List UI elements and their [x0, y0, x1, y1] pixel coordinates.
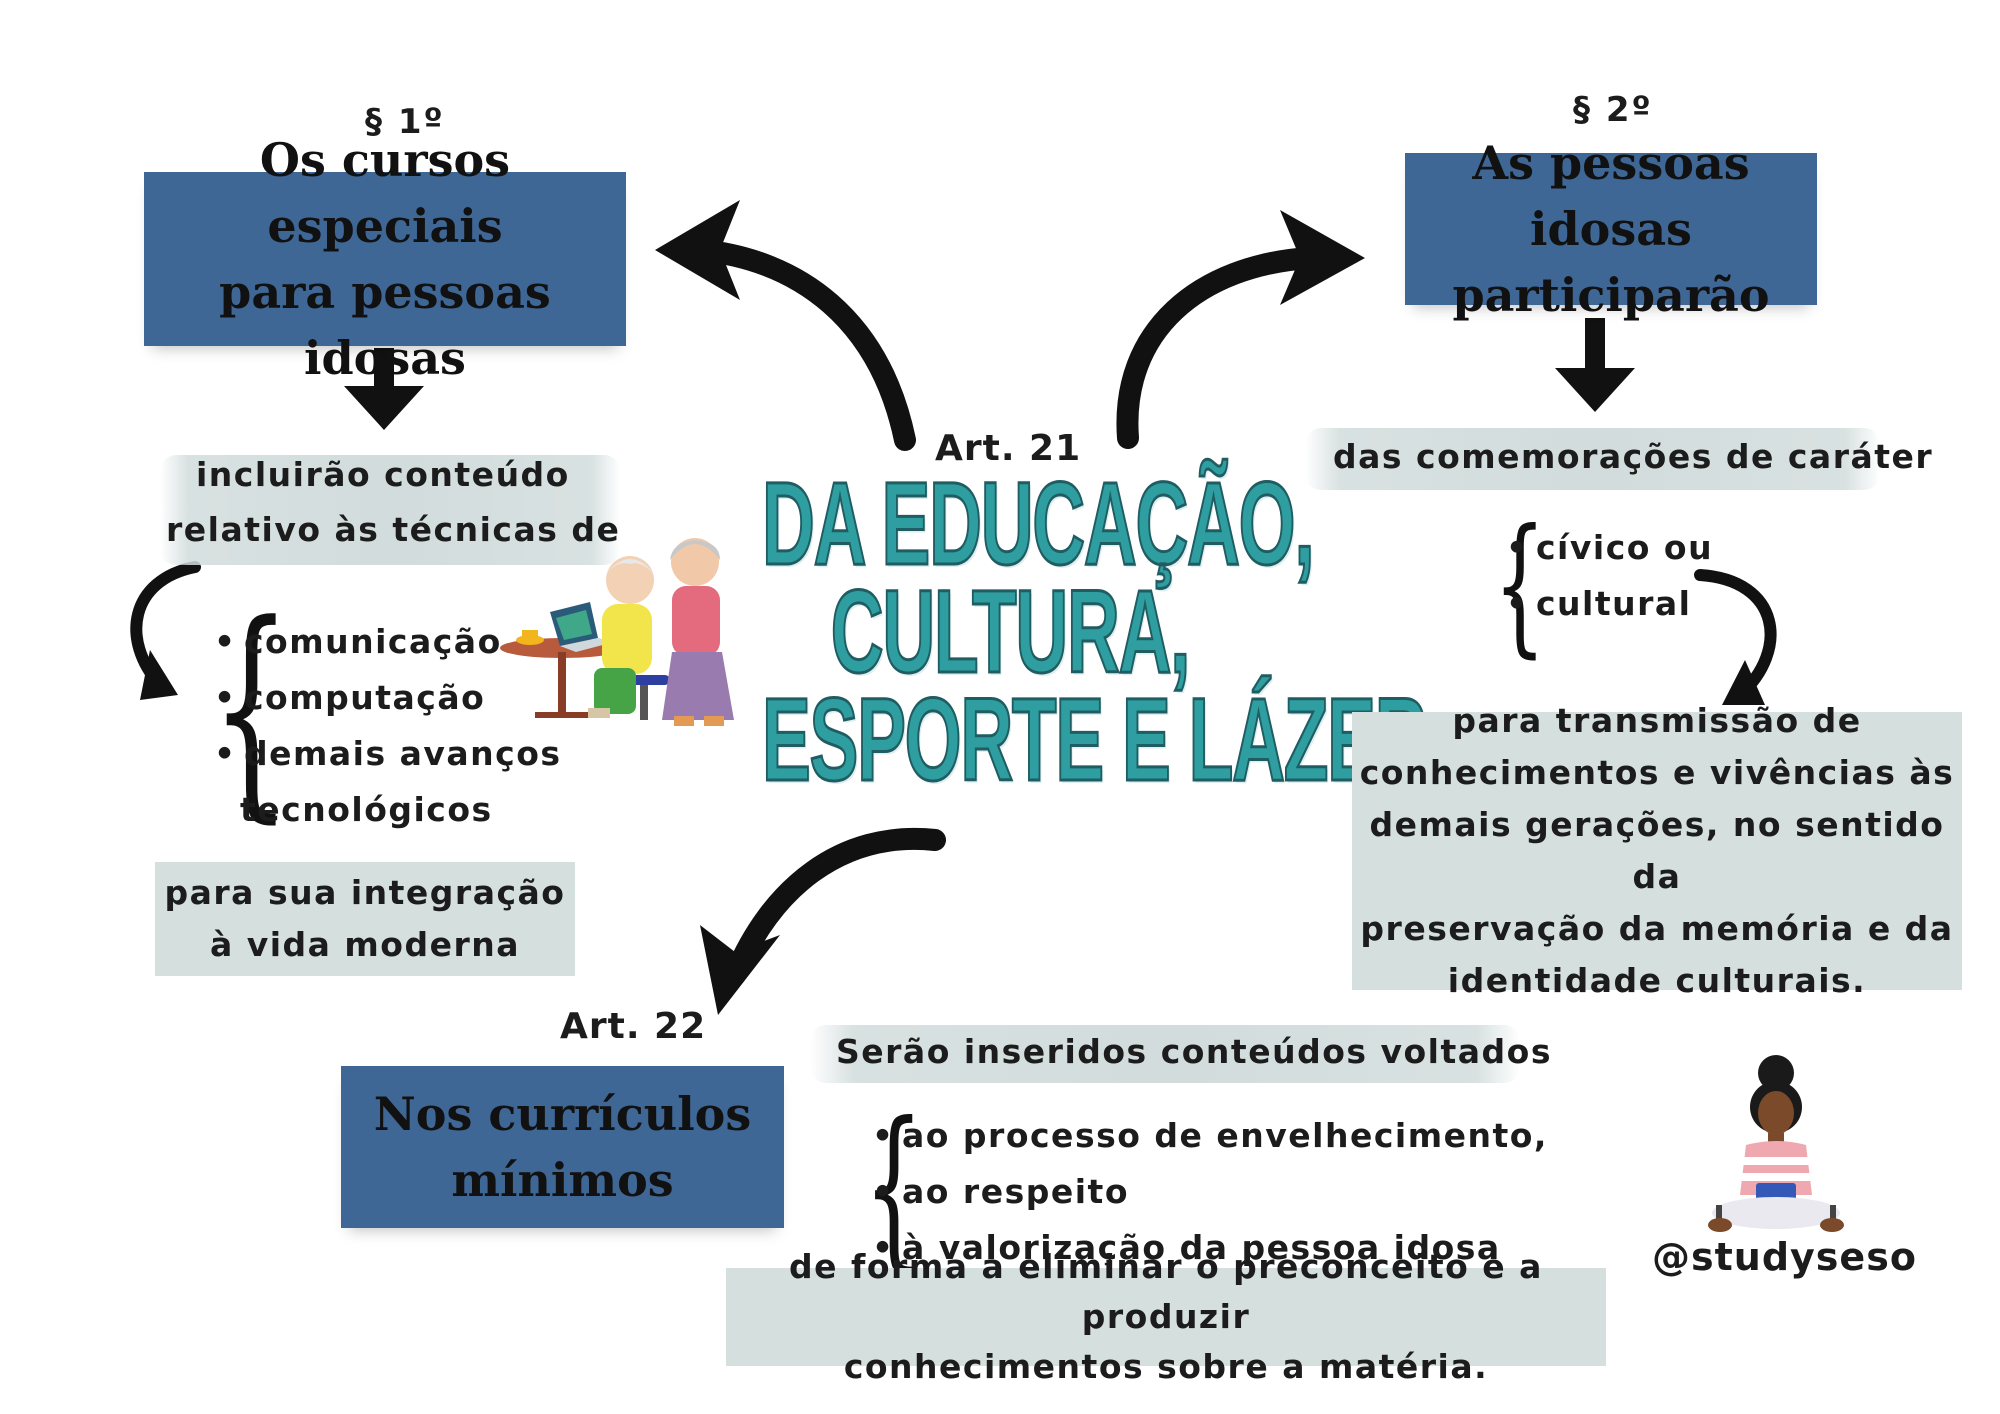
art-22-result-box: de forma a eliminar o preconceito e a pr…	[726, 1247, 1606, 1386]
section-2-result-line-4: preservação da memória e da	[1360, 909, 1954, 948]
center-title-line-2: CULTURA,	[830, 566, 1192, 698]
section-1-box: Os cursos especiais para pessoas idosas	[144, 133, 626, 385]
list-item: computação	[210, 670, 562, 726]
arrow-to-section-1	[689, 239, 916, 451]
section-1-result-box: para sua integração à vida moderna	[155, 862, 575, 976]
section-2-result-line-5: identidade culturais.	[1447, 961, 1867, 1000]
list-item: cultural	[1502, 576, 1713, 632]
section-1-intro-line-1: incluirão conteúdo	[196, 455, 570, 494]
section-1-result-line-2: à vida moderna	[209, 925, 521, 964]
art-22-result-line-1: de forma a eliminar o preconceito e a pr…	[789, 1247, 1543, 1336]
list-item: demais avanços	[210, 726, 562, 782]
down-arrow-left-head	[344, 386, 424, 430]
down-arrow-right-head	[1555, 368, 1635, 412]
art-22-intro-highlight	[810, 1025, 1520, 1083]
arrow-to-art-22	[724, 827, 946, 986]
section-1-label: § 1º	[365, 102, 445, 142]
section-1-intro-highlight	[160, 455, 620, 565]
art-22-box: Nos currículos mínimos	[341, 1066, 784, 1228]
arrow-to-section-2-head	[1280, 210, 1365, 305]
art-22-result-line-2: conhecimentos sobre a matéria.	[843, 1347, 1489, 1386]
list-item: à valorização da pessoa idosa	[868, 1220, 1548, 1276]
small-curve-right-head	[1722, 660, 1765, 705]
small-curve-left	[130, 561, 201, 691]
section-2-result-box: para transmissão de conhecimentos e vivê…	[1352, 701, 1962, 1000]
section-2-result-line-2: conhecimentos e vivências às	[1359, 753, 1955, 792]
arrow-to-section-1-head	[655, 200, 740, 300]
footer-handle: @studyseso	[1652, 1235, 1917, 1279]
section-2-intro-highlight	[1305, 428, 1880, 490]
section-2-result-line-3: demais gerações, no sentido da	[1369, 805, 1945, 896]
list-item: comunicação	[210, 614, 562, 670]
section-1-result-line-1: para sua integração	[164, 873, 566, 912]
section-2-result-line-1: para transmissão de	[1452, 701, 1862, 740]
section-1-intro-line-2: relativo às técnicas de	[166, 510, 621, 549]
section-2-box: As pessoas idosas participarão	[1405, 136, 1817, 322]
elderly-couple-illustration	[500, 538, 734, 726]
art-22-label: Art. 22	[560, 1006, 707, 1047]
section-2-box-line-2: participarão	[1452, 268, 1770, 322]
art-22-box-line-2: mínimos	[451, 1153, 674, 1207]
center-title-line-1: DA EDUCAÇÃO,	[761, 458, 1316, 590]
art-21-label: Art. 21	[935, 428, 1082, 469]
student-girl-illustration	[1708, 1055, 1844, 1232]
small-curve-left-head	[140, 650, 178, 700]
art-22-box-line-1: Nos currículos	[373, 1087, 752, 1141]
arrow-to-art-22-head	[700, 925, 780, 1015]
list-item: cívico ou	[1502, 520, 1713, 576]
section-2-items: cívico ou cultural	[1502, 520, 1713, 632]
down-arrow-right-shaft	[1585, 318, 1605, 370]
section-2-label: § 2º	[1573, 90, 1653, 130]
art-22-intro-line: Serão inseridos conteúdos voltados	[836, 1032, 1552, 1071]
section-1-box-line-1: Os cursos especiais	[259, 133, 511, 253]
arrow-to-section-2	[1116, 247, 1321, 449]
art-22-items: ao processo de envelhecimento, ao respei…	[868, 1108, 1548, 1276]
section-1-items: comunicação computação demais avanços te…	[210, 614, 562, 838]
section-2-intro-line: das comemorações de caráter	[1333, 437, 1934, 476]
down-arrow-left-shaft	[374, 348, 394, 388]
small-curve-right	[1694, 569, 1777, 701]
section-1-box-line-2: para pessoas idosas	[219, 265, 551, 385]
list-item: tecnológicos	[240, 790, 493, 829]
list-item: ao respeito	[868, 1164, 1548, 1220]
section-2-box-line-1: As pessoas idosas	[1472, 136, 1750, 256]
list-item: ao processo de envelhecimento,	[868, 1108, 1548, 1164]
